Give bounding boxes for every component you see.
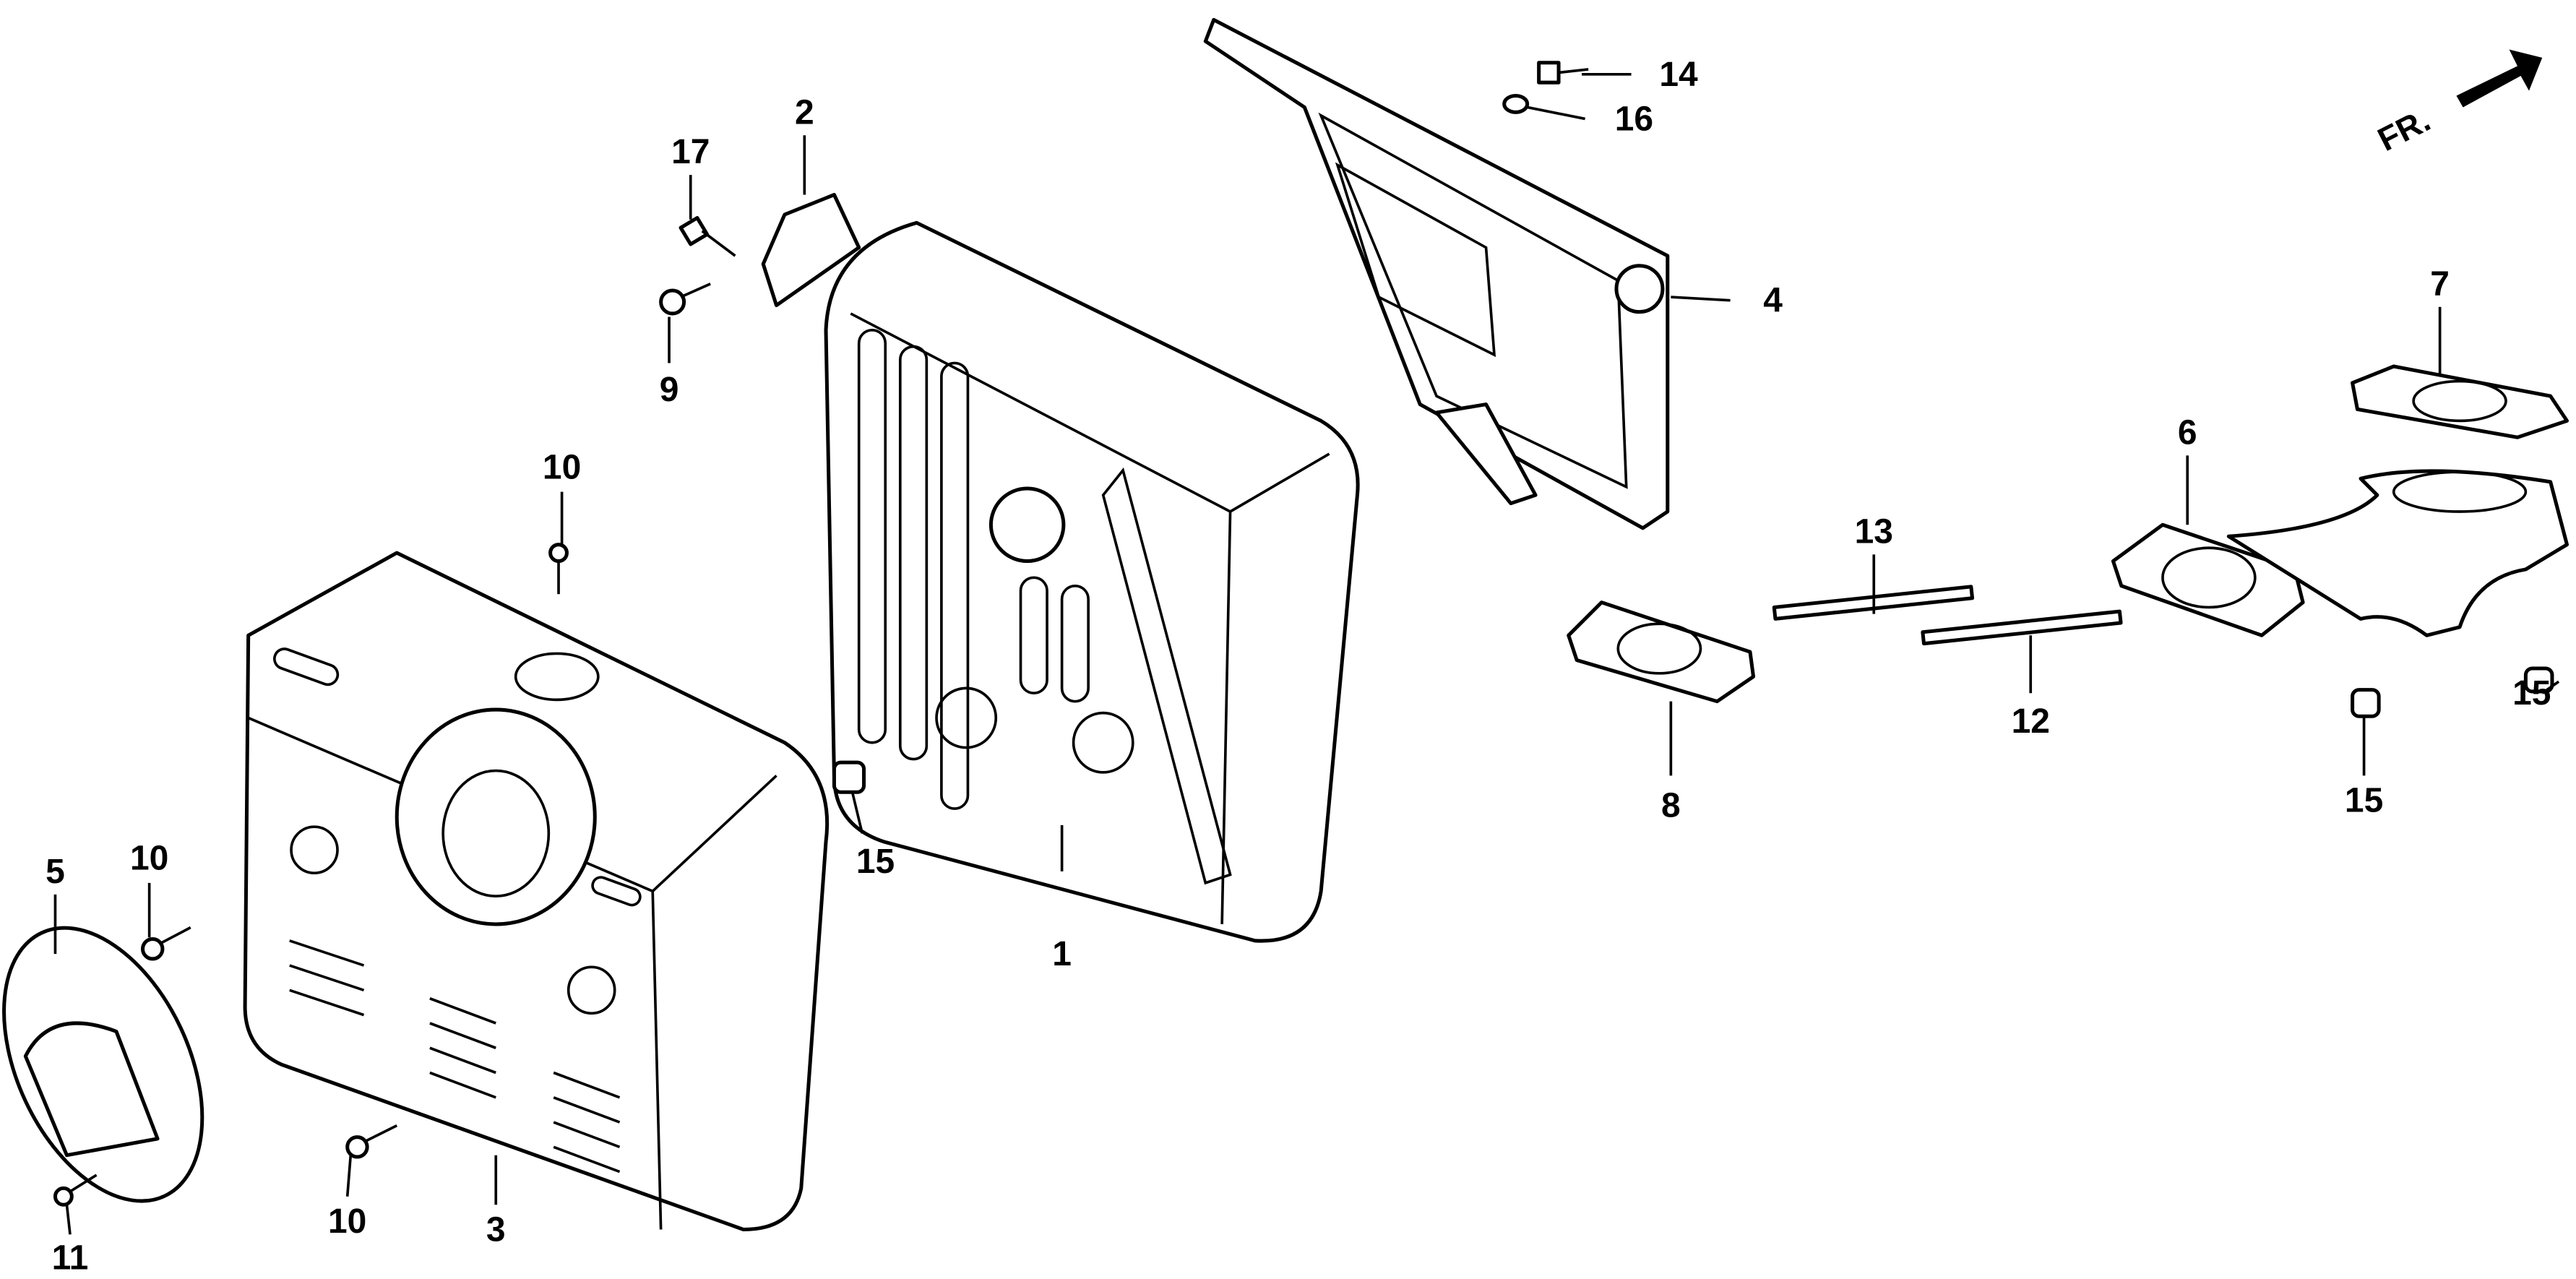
small-hardware [53,61,2554,1207]
callout-5: 5 [46,853,65,891]
stud-part-12 [1921,609,2123,646]
leader-lines [53,72,2560,1235]
leader-line-11 [65,1205,72,1235]
callout-6: 6 [2178,413,2197,452]
callout-9: 9 [660,371,679,409]
leader-line-15 [2541,680,2560,694]
gasket-part-7 [2351,364,2569,439]
callout-12: 12 [2012,702,2050,741]
washer-16 [1502,93,1530,114]
nut-15c [2523,666,2554,694]
callout-10: 10 [543,448,581,486]
bolt-14 [1537,61,1589,85]
muffler-protector-part-4 [1203,17,1670,530]
exhaust-pipe-flange-part-6 [2111,522,2305,637]
callout-4: 4 [1763,282,1783,320]
callout-2: 2 [795,93,814,132]
leader-line-16 [1527,105,1585,121]
spark-arrester-plate-part-5 [2,926,204,1203]
front-label: FR. [2372,101,2437,158]
bolt-17 [679,215,736,257]
bolt-9 [659,283,711,316]
nut-15a [832,760,866,794]
callout-13: 13 [1855,512,1893,551]
muffler-part-1 [824,220,1360,943]
callout-11: 11 [52,1239,89,1277]
bolt-10b [140,926,191,961]
callout-7: 7 [2430,265,2450,303]
callout-16: 16 [1615,100,1653,138]
front-arrow-icon [2456,49,2543,108]
callout-3: 3 [486,1210,506,1249]
bolt-10a [548,543,569,595]
muffler-cover-part-3 [243,551,830,1231]
callout-10: 10 [328,1202,366,1241]
leader-line-10 [345,1155,353,1197]
nut-15b [2351,688,2381,718]
callout-15: 15 [2345,782,2383,820]
leader-line-15 [850,791,864,834]
screw-11 [53,1174,98,1207]
callout-14: 14 [1659,56,1698,94]
callout-17: 17 [671,133,710,171]
callout-1: 1 [1052,935,1072,973]
front-direction-indicator: FR. [2372,49,2543,158]
callout-8: 8 [1661,787,1681,825]
exhaust-components [1567,364,2569,704]
callout-15: 15 [2512,674,2551,712]
callout-15: 15 [856,843,895,881]
bolt-10c [345,1124,398,1159]
leader-line-4 [1671,296,1731,302]
gasket-part-8 [1567,600,1756,704]
callout-10: 10 [130,840,168,878]
